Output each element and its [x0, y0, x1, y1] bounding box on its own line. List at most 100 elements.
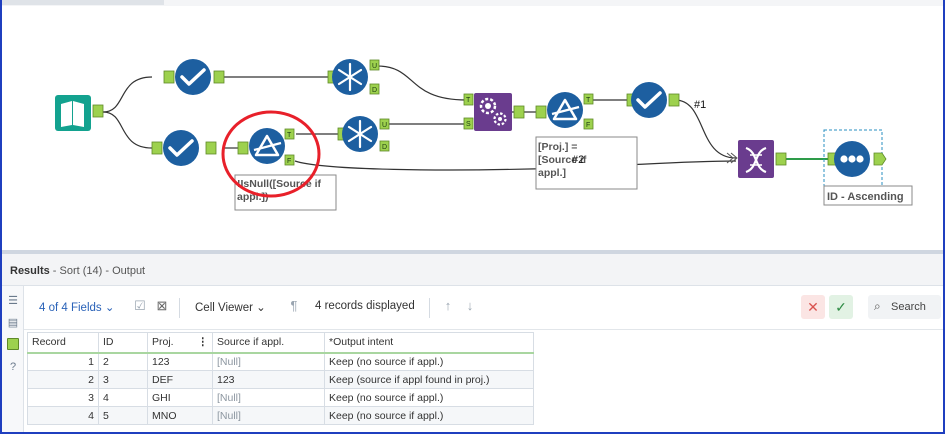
table-row[interactable]: 4 5 MNO [Null] Keep (no source if appl.): [27, 406, 534, 425]
unique1-D-anchor-label: D: [372, 87, 377, 94]
chevron-down-icon: ⌄: [256, 302, 266, 314]
help-icon[interactable]: ?: [9, 361, 17, 373]
cell-source[interactable]: [Null]: [212, 388, 325, 407]
sort-annotation[interactable]: ID - Ascending: [823, 185, 913, 206]
arrow-up-icon[interactable]: ↑: [444, 298, 452, 313]
cell-output-intent[interactable]: Keep (no source if appl.): [324, 406, 534, 425]
cell-id[interactable]: 3: [98, 370, 148, 389]
join-tool[interactable]: T S: [463, 93, 525, 131]
results-side-rail: ☰ ▤ ?: [2, 286, 24, 432]
filter1-F-anchor-label: F: [287, 158, 291, 165]
results-title: Results - Sort (14) - Output: [10, 265, 145, 277]
wire-label-1: #1: [694, 99, 706, 111]
table-row[interactable]: 1 2 123 [Null] Keep (no source if appl.): [27, 352, 534, 371]
column-header-source[interactable]: Source if appl.: [212, 332, 325, 354]
search-icon: ⌕: [874, 299, 881, 313]
filter1-T-anchor-label: T: [287, 132, 292, 139]
filter-tool-1[interactable]: T F: [237, 128, 295, 166]
cell-id[interactable]: 5: [98, 406, 148, 425]
select-tool-2[interactable]: [151, 130, 217, 166]
cell-id[interactable]: 4: [98, 388, 148, 407]
results-title-rest: - Sort (14) - Output: [49, 265, 146, 277]
cell-viewer-dropdown[interactable]: Cell Viewer ⌄: [195, 300, 266, 314]
toolbar-separator: [179, 298, 180, 318]
column-header-id[interactable]: ID: [98, 332, 148, 354]
filter2-T-anchor-label: T: [586, 97, 591, 104]
cell-output-intent[interactable]: Keep (no source if appl.): [324, 352, 534, 371]
fields-dropdown[interactable]: 4 of 4 Fields ⌄: [39, 300, 115, 314]
table-header-row: Record ID Proj. ⋮ Source if appl. *Output…: [27, 332, 534, 354]
cell-record[interactable]: 3: [27, 388, 99, 407]
wire-unique1-U-to-join: [376, 65, 467, 101]
unique2-U-anchor-label: U: [382, 122, 387, 129]
check-icon[interactable]: ✓: [829, 295, 853, 319]
workflow-canvas[interactable]: U D T F !IsNull([Source if appl.]): [2, 0, 943, 250]
column-header-proj-label: Proj.: [152, 336, 174, 349]
filter2-annotation[interactable]: [Proj.] = [Source if appl.]: [535, 136, 638, 190]
results-toolbar: 4 of 4 Fields ⌄ ☑ ⊠ Cell Viewer ⌄ ¶ 4 re…: [24, 286, 943, 330]
column-header-record[interactable]: Record: [27, 332, 99, 354]
cell-proj[interactable]: DEF: [147, 370, 213, 389]
canvas-scroll-thumb[interactable]: [2, 0, 164, 5]
sort-annotation-text: ID - Ascending: [827, 191, 904, 203]
metadata-icon[interactable]: ▤: [7, 317, 19, 329]
cell-source[interactable]: [Null]: [212, 352, 325, 371]
search-label: Search: [891, 301, 926, 313]
wire-select3-to-union: [674, 99, 737, 159]
toolbar-separator: [429, 298, 430, 318]
select-tool-3[interactable]: [626, 82, 680, 118]
column-header-proj[interactable]: Proj. ⋮: [147, 332, 213, 354]
arrow-down-icon[interactable]: ↓: [466, 298, 474, 313]
canvas-top-strip: [2, 0, 943, 6]
output-anchor-icon[interactable]: [6, 338, 20, 352]
cell-source[interactable]: [Null]: [212, 406, 325, 425]
results-table: Record ID Proj. ⋮ Source if appl. *Output…: [27, 332, 534, 425]
table-row[interactable]: 3 4 GHI [Null] Keep (no source if appl.): [27, 388, 534, 407]
cell-proj[interactable]: MNO: [147, 406, 213, 425]
table-row[interactable]: 2 3 DEF 123 Keep (source if appl found i…: [27, 370, 534, 389]
wire-filter1-F-to-union: [294, 160, 737, 171]
results-panel: Results - Sort (14) - Output ☰ ▤ ? 4 of …: [2, 254, 943, 432]
wire-input-to-select2: [102, 111, 153, 149]
results-title-bold: Results: [10, 265, 50, 277]
workflow-diagram: U D T F !IsNull([Source if appl.]): [2, 0, 943, 211]
join-S-anchor-label: S: [466, 121, 471, 128]
unique-tool-2[interactable]: U D: [337, 116, 390, 152]
clear-icon[interactable]: ⊠: [156, 298, 168, 313]
pilcrow-icon[interactable]: ¶: [290, 298, 298, 313]
cell-record[interactable]: 4: [27, 406, 99, 425]
union-tool[interactable]: [726, 140, 787, 178]
cell-proj[interactable]: 123: [147, 352, 213, 371]
cell-viewer-label: Cell Viewer: [195, 302, 253, 314]
filter2-F-anchor-label: F: [586, 122, 590, 129]
panel-divider[interactable]: [2, 250, 943, 254]
join-T-anchor-label: T: [466, 97, 471, 104]
column-menu-icon[interactable]: ⋮: [197, 336, 209, 349]
cell-source[interactable]: 123: [212, 370, 325, 389]
results-header: Results - Sort (14) - Output: [2, 254, 943, 286]
unique2-D-anchor-label: D: [382, 144, 387, 151]
unique1-U-anchor-label: U: [372, 63, 377, 70]
cell-id[interactable]: 2: [98, 352, 148, 371]
cell-record[interactable]: 2: [27, 370, 99, 389]
cell-record[interactable]: 1: [27, 352, 99, 371]
close-icon[interactable]: ✕: [801, 295, 825, 319]
cell-output-intent[interactable]: Keep (source if appl found in proj.): [324, 370, 534, 389]
wire-label-2: #2: [572, 154, 584, 166]
checkbox-icon[interactable]: ☑: [134, 298, 146, 313]
wire-input-to-select1: [102, 76, 153, 113]
list-icon[interactable]: ☰: [8, 295, 18, 307]
unique-tool-1[interactable]: U D: [327, 59, 380, 95]
cell-proj[interactable]: GHI: [147, 388, 213, 407]
filter2-annotation-text: [Proj.] = [Source if appl.]: [538, 141, 589, 179]
search-box[interactable]: ⌕ Search: [868, 295, 941, 319]
input-data-tool[interactable]: [55, 95, 104, 131]
fields-dropdown-label: 4 of 4 Fields: [39, 302, 102, 314]
column-header-output-intent[interactable]: *Output intent: [324, 332, 534, 354]
chevron-down-icon: ⌄: [104, 302, 115, 314]
select-tool-1[interactable]: [163, 59, 225, 95]
cell-output-intent[interactable]: Keep (no source if appl.): [324, 388, 534, 407]
highlight-circle: [221, 110, 321, 198]
filter-tool-2[interactable]: T F: [535, 92, 594, 130]
